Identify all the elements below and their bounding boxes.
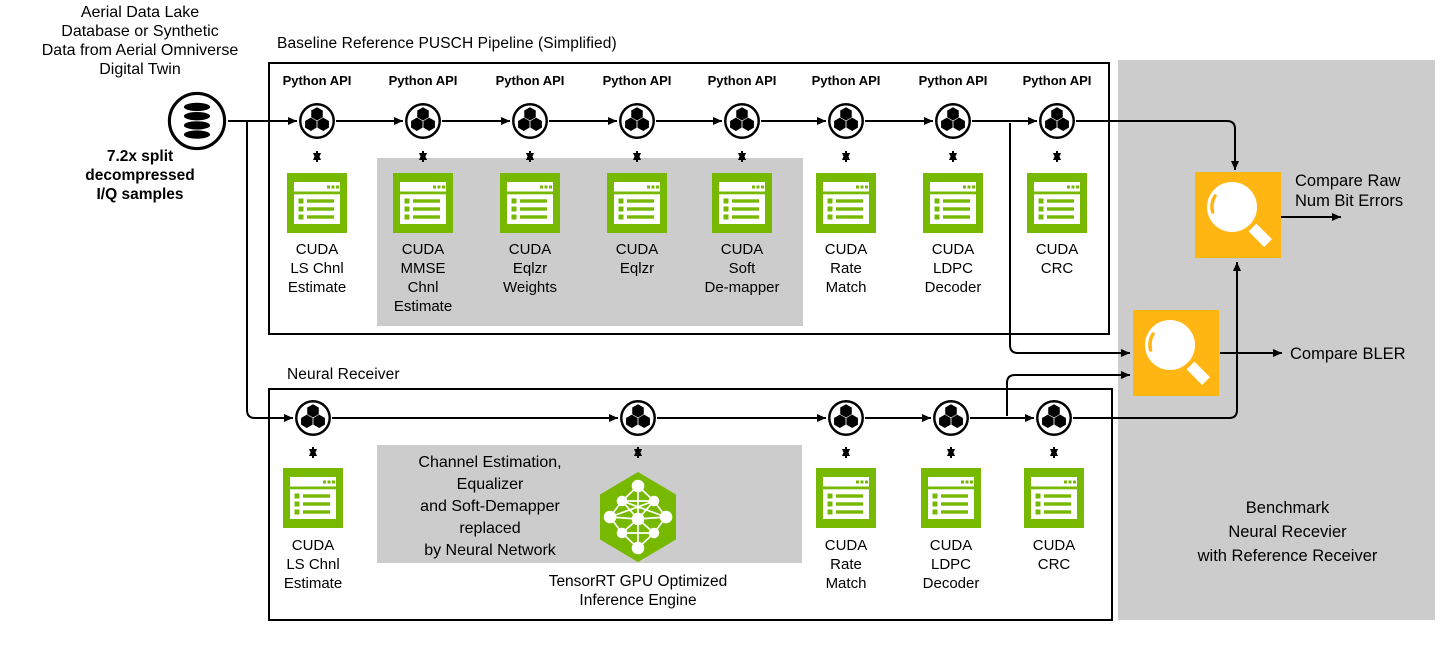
data-source-title: Aerial Data Lake Database or Synthetic D… bbox=[41, 4, 239, 78]
data-source-caption: 7.2x split decompressed I/Q samples bbox=[85, 148, 195, 203]
database-icon bbox=[166, 90, 228, 152]
python-api-label: Python API bbox=[282, 73, 352, 88]
baseline-pipeline-title: Baseline Reference PUSCH Pipeline (Simpl… bbox=[277, 35, 617, 52]
api-node-icon bbox=[618, 102, 656, 140]
stage-label: CUDA MMSE Chnl Estimate bbox=[393, 241, 453, 315]
neural-stage-inference-node bbox=[578, 399, 698, 439]
neural-stage-rate-match: CUDA Rate Match bbox=[786, 399, 906, 619]
stage-label: CUDA Rate Match bbox=[824, 537, 868, 592]
stage-label: CUDA Eqlzr bbox=[615, 241, 659, 277]
tensorrt-engine-caption: TensorRT GPU Optimized Inference Engine bbox=[548, 573, 728, 609]
python-api-label: Python API bbox=[495, 73, 565, 88]
baseline-stage-ldpc-decoder: Python API CUDA LDPC Decoder bbox=[893, 73, 1013, 323]
magnifier-icon-bler bbox=[1133, 310, 1219, 396]
neural-stage-ls-chnl-estimate: CUDA LS Chnl Estimate bbox=[253, 399, 373, 619]
baseline-stage-crc: Python API CUDA CRC bbox=[997, 73, 1117, 323]
cuda-kernel-icon bbox=[816, 173, 876, 233]
baseline-stage-eqlzr-weights: Python API CUDA Eqlzr Weights bbox=[470, 73, 590, 323]
cuda-kernel-icon bbox=[500, 173, 560, 233]
neural-receiver-title: Neural Receiver bbox=[287, 366, 400, 383]
python-api-label: Python API bbox=[918, 73, 988, 88]
stage-label: CUDA LDPC Decoder bbox=[924, 241, 982, 296]
neural-stage-ldpc-decoder: CUDA LDPC Decoder bbox=[891, 399, 1011, 619]
cuda-kernel-icon bbox=[607, 173, 667, 233]
stage-label: CUDA Rate Match bbox=[824, 241, 868, 296]
stage-label: CUDA CRC bbox=[1032, 537, 1076, 573]
neural-stage-crc: CUDA CRC bbox=[994, 399, 1114, 619]
api-node-icon bbox=[404, 102, 442, 140]
cuda-kernel-icon bbox=[712, 173, 772, 233]
api-node-icon bbox=[827, 102, 865, 140]
cuda-kernel-icon bbox=[921, 468, 981, 528]
cuda-kernel-icon bbox=[393, 173, 453, 233]
api-node-icon bbox=[1035, 399, 1073, 437]
magnifier-icon-raw-bit-errors bbox=[1195, 172, 1281, 258]
api-node-icon bbox=[827, 399, 865, 437]
api-node-icon bbox=[1038, 102, 1076, 140]
baseline-stage-rate-match: Python API CUDA Rate Match bbox=[786, 73, 906, 323]
stage-label: CUDA LS Chnl Estimate bbox=[287, 241, 347, 296]
stage-label: CUDA CRC bbox=[1035, 241, 1079, 277]
api-node-icon bbox=[294, 399, 332, 437]
compare-bler-label: Compare BLER bbox=[1290, 345, 1406, 363]
baseline-stage-soft-demapper: Python API CUDA Soft De-mapper bbox=[682, 73, 802, 323]
stage-label: CUDA LDPC Decoder bbox=[922, 537, 980, 592]
neural-network-hexagon-icon bbox=[593, 470, 683, 564]
compare-raw-label: Compare Raw Num Bit Errors bbox=[1295, 172, 1404, 210]
cuda-kernel-icon bbox=[283, 468, 343, 528]
benchmark-label: Benchmark Neural Recevier with Reference… bbox=[1197, 499, 1378, 565]
api-node-icon bbox=[723, 102, 761, 140]
python-api-label: Python API bbox=[388, 73, 458, 88]
cuda-kernel-icon bbox=[923, 173, 983, 233]
cuda-kernel-icon bbox=[816, 468, 876, 528]
cuda-kernel-icon bbox=[287, 173, 347, 233]
cuda-kernel-icon bbox=[1024, 468, 1084, 528]
python-api-label: Python API bbox=[1022, 73, 1092, 88]
neural-replacement-note: Channel Estimation, Equalizer and Soft-D… bbox=[418, 454, 562, 559]
stage-label: CUDA Eqlzr Weights bbox=[503, 241, 557, 296]
api-node-icon bbox=[932, 399, 970, 437]
python-api-label: Python API bbox=[707, 73, 777, 88]
stage-label: CUDA Soft De-mapper bbox=[704, 241, 780, 296]
neural-receiver-box bbox=[268, 388, 1113, 621]
api-node-icon bbox=[619, 399, 657, 437]
python-api-label: Python API bbox=[811, 73, 881, 88]
python-api-label: Python API bbox=[602, 73, 672, 88]
cuda-kernel-icon bbox=[1027, 173, 1087, 233]
baseline-stage-ls-chnl-estimate: Python API CUDA LS Chnl Estimate bbox=[257, 73, 377, 323]
neural-replacement-highlight bbox=[377, 445, 802, 563]
api-node-icon bbox=[298, 102, 336, 140]
api-node-icon bbox=[511, 102, 549, 140]
baseline-stage-eqlzr: Python API CUDA Eqlzr bbox=[577, 73, 697, 323]
baseline-stage-mmse-chnl-estimate: Python API CUDA MMSE Chnl Estimate bbox=[363, 73, 483, 323]
stage-label: CUDA LS Chnl Estimate bbox=[283, 537, 343, 592]
api-node-icon bbox=[934, 102, 972, 140]
